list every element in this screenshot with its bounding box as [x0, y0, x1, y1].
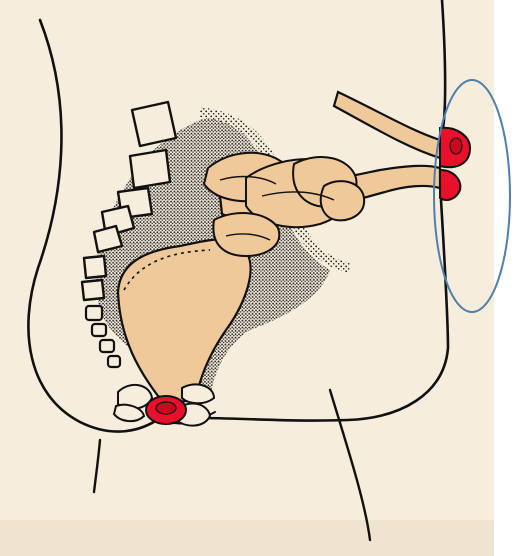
vertebra-7: [82, 280, 104, 300]
vertebra-2: [130, 150, 170, 188]
perineal-stoma: [146, 396, 186, 424]
coccyx-segment-1: [86, 306, 102, 320]
vertebra-6: [84, 256, 106, 278]
vertebra-1: [132, 102, 176, 146]
coccyx-segment-2: [92, 324, 106, 336]
paper-lower-band: [0, 520, 494, 556]
coccyx-segment-3: [100, 340, 114, 352]
coccyx-segment-4: [108, 356, 120, 367]
vertebra-5: [94, 226, 122, 252]
bowel-loop-5: [321, 181, 364, 220]
